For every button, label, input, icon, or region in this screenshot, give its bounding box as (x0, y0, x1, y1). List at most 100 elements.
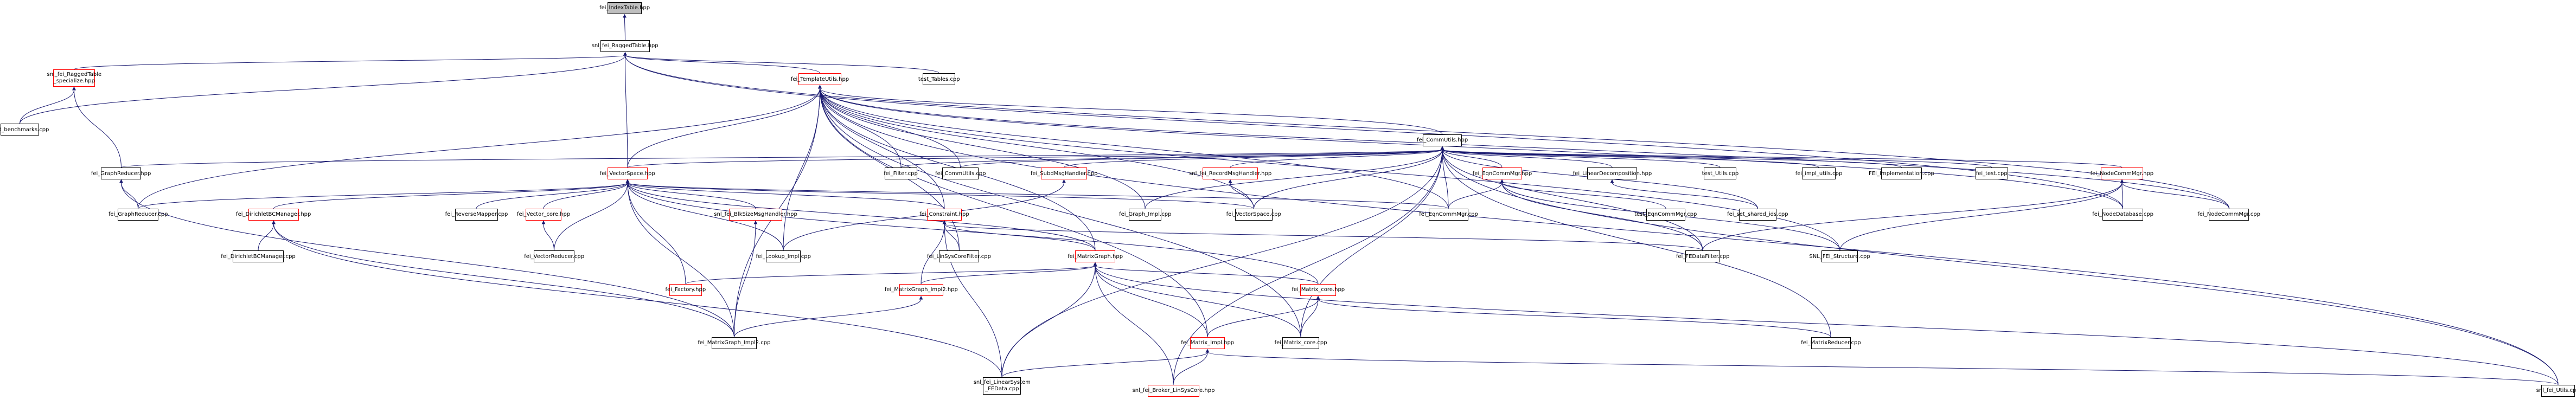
node-test-utils-cpp[interactable]: test_Utils.cpp (1702, 167, 1738, 180)
dependency-edge (1440, 146, 1831, 338)
node-fei-matrixreducer-cpp[interactable]: fei_MatrixReducer.cpp (1801, 337, 1861, 349)
dependency-edge (818, 85, 2123, 209)
dependency-edge (1064, 146, 1444, 168)
node-fei-fedatafilter-cpp[interactable]: fei_FEDataFilter.cpp (1676, 250, 1729, 263)
dependency-edge (1440, 146, 1819, 168)
node-fei-matrixgraph-impl2-hpp[interactable]: fei_MatrixGraph_Impl2.hpp (885, 283, 958, 296)
node-fei-nodedatabase-cpp[interactable]: fei_NodeDatabase.cpp (2092, 208, 2153, 221)
dependency-edge (625, 179, 784, 251)
node-line: snl_fei_LinearSystem (973, 379, 1031, 385)
dependency-edge (1093, 262, 1301, 338)
dependency-edge (623, 51, 2229, 209)
node-test-tables-cpp[interactable]: test_Tables.cpp (918, 73, 960, 86)
dependency-edge (138, 179, 630, 209)
dependency-edge (1205, 349, 2559, 385)
dependency-edge (1440, 146, 1703, 251)
dependency-edge (1300, 295, 1320, 338)
node-fei-subdmsghandler-hpp[interactable]: fei_SubdMsgHandler.hpp (1031, 167, 1098, 180)
node-fei-reversemapper-cpp[interactable]: fei_ReverseMapper.cpp (445, 208, 508, 221)
node-snl-fei-recordmsghandler-hpp[interactable]: snl_fei_RecordMsgHandler.hpp (1189, 167, 1271, 180)
dependency-edge (1440, 146, 1613, 168)
node-fei-set-shared-ids-cpp[interactable]: fei_set_shared_ids.cpp (1727, 208, 1788, 221)
dependency-edge (1500, 179, 1703, 251)
dependency-edge (734, 295, 923, 338)
node-snl-fei-linearsystem-fedata-cpp[interactable]: snl_fei_LinearSystem_FEData.cpp (974, 377, 1031, 395)
dependency-edge (1440, 146, 1992, 168)
node-fei-vector-core-hpp[interactable]: fei_Vector_core.hpp (517, 208, 570, 221)
node-fei-nodecommmgr-hpp[interactable]: fei_NodeCommMgr.hpp (2091, 167, 2153, 180)
node-fei-implementation-cpp[interactable]: FEI_Implementation.cpp (1869, 167, 1934, 180)
node-fei-lineardecomposition-hpp[interactable]: fei_LinearDecomposition.hpp (1573, 167, 1652, 180)
node-fei-linsyscorefilter-cpp[interactable]: fei_LinSysCoreFilter.cpp (927, 250, 991, 263)
dependency-edge (119, 179, 138, 209)
dependency-edge (138, 85, 822, 209)
dependency-edge (1448, 179, 1504, 209)
node-fei-test-cpp[interactable]: fei_test.cpp (1975, 167, 2008, 180)
node-fei-dirichletbcmanager-cpp[interactable]: fei_DirichletBCManager.cpp (221, 250, 296, 263)
dependency-edge (1145, 146, 1444, 209)
node-fei-commutils-cpp[interactable]: fei_CommUtils.cpp (935, 167, 986, 180)
node-fei-matrix-core-hpp[interactable]: fei_Matrix_core.hpp (1292, 283, 1345, 296)
dependency-edge (818, 85, 1301, 338)
dependency-edge (1001, 349, 1210, 378)
node-test-benchmarks-cpp[interactable]: test_benchmarks.cpp (0, 124, 49, 136)
node-snl-fei-utils-cpp[interactable]: snl_fei_Utils.cpp (2536, 384, 2576, 397)
dependency-edge (2120, 179, 2124, 209)
node-fei-matrix-core-cpp[interactable]: fei_Matrix_core.cpp (1275, 337, 1327, 349)
node-fei-dirichletbcmanager-hpp[interactable]: fei_DirichletBCManager.hpp (236, 208, 311, 221)
node-line: snl_fei_RaggedTable (47, 72, 102, 78)
dependency-edge (1316, 295, 1831, 338)
dependency-edge (1440, 146, 2559, 385)
dependency-edge (625, 179, 1319, 285)
node-fei-matrix-impl-hpp[interactable]: fei_Matrix_Impl.hpp (1181, 337, 1234, 349)
dependency-edge (625, 179, 734, 338)
dependency-edge (818, 85, 1443, 135)
node-snl-fei-raggedtable-hpp[interactable]: snl_fei_RaggedTable.hpp (592, 40, 659, 52)
dependency-edge (625, 179, 686, 285)
node-fei-templateutils-hpp[interactable]: fei_TemplateUtils.hpp (791, 73, 849, 86)
node-test-eqncommmgr-cpp[interactable]: test_EqnCommMgr.cpp (1634, 208, 1697, 221)
node-fei-filter-cpp[interactable]: fei_Filter.cpp (884, 167, 918, 180)
dependency-edge (942, 220, 1703, 251)
node-fei-eqncommmgr-hpp[interactable]: fei_EqnCommMgr.hpp (1473, 167, 1532, 180)
node-fei-vectorspace-cpp[interactable]: fei_VectorSpace.cpp (1226, 208, 1281, 221)
node-fei-matrixgraph-hpp[interactable]: fei_MatrixGraph.hpp (1068, 250, 1123, 263)
node-fei-vectorspace-hpp[interactable]: fei_VectorSpace.hpp (600, 167, 655, 180)
dependency-edge (623, 51, 628, 168)
dependency-edge (1254, 146, 1444, 209)
node-fei-lookup-impl-cpp[interactable]: fei_Lookup_Impl.cpp (756, 250, 811, 263)
dependency-edge (1440, 146, 2123, 168)
node-fei-graph-impl-cpp[interactable]: fei_Graph_Impl.cpp (1119, 208, 1171, 221)
node-fei-constraint-hpp[interactable]: fei_Constraint.hpp (919, 208, 969, 221)
node-line: _specialize.hpp (53, 78, 95, 85)
dependency-edge (625, 179, 756, 209)
node-snl-fei-structure-cpp[interactable]: SNL_FEI_Structure.cpp (1809, 250, 1870, 263)
dependency-edge (942, 220, 960, 251)
dependency-edge (627, 85, 822, 168)
node-fei-vectorreducer-cpp[interactable]: fei_VectorReducer.cpp (524, 250, 584, 263)
dependency-edge (1207, 295, 1320, 338)
dependency-edge (20, 51, 627, 124)
node-fei-graphreducer-cpp[interactable]: fei_GraphReducer.cpp (108, 208, 168, 221)
dependency-edge (818, 85, 945, 209)
dependency-edge (942, 220, 1096, 251)
node-fei-nodecommmgr-cpp[interactable]: fei_NodeCommMgr.cpp (2197, 208, 2260, 221)
node-snl-fei-raggedtable-specialize-hpp[interactable]: snl_fei_RaggedTable_specialize.hpp (47, 69, 101, 87)
dependency-edge (1001, 146, 1444, 378)
dependency-edge (818, 85, 2229, 209)
node-fei-graphreducer-hpp[interactable]: fei_GraphReducer.hpp (91, 167, 151, 180)
node-fei-eqncommmgr-cpp[interactable]: fei_EqnCommMgr.cpp (1419, 208, 1478, 221)
dependency-edge (72, 86, 122, 168)
node-snl-fei-blksizemsghandler-hpp[interactable]: snl_fei_BlkSizeMsgHandler.hpp (714, 208, 797, 221)
dependency-edge (541, 220, 554, 251)
dependency-edge (783, 179, 1066, 251)
node-fei-impl-utils-cpp[interactable]: fei_impl_utils.cpp (1795, 167, 1842, 180)
dependency-edge (623, 51, 939, 74)
dependency-edge (1610, 179, 1758, 209)
node-snl-fei-broker-linsyscore-hpp[interactable]: snl_fei_Broker_LinSysCore.hpp (1133, 384, 1215, 397)
dependency-edge (2120, 179, 2229, 209)
node-fei-factory-hpp[interactable]: fei_Factory.hpp (665, 283, 706, 296)
node-fei-commutils-hpp[interactable]: fei_CommUtils.hpp (1417, 134, 1468, 146)
node-fei-matrixgraph-impl2-cpp[interactable]: fei_MatrixGraph_Impl2.cpp (698, 337, 770, 349)
